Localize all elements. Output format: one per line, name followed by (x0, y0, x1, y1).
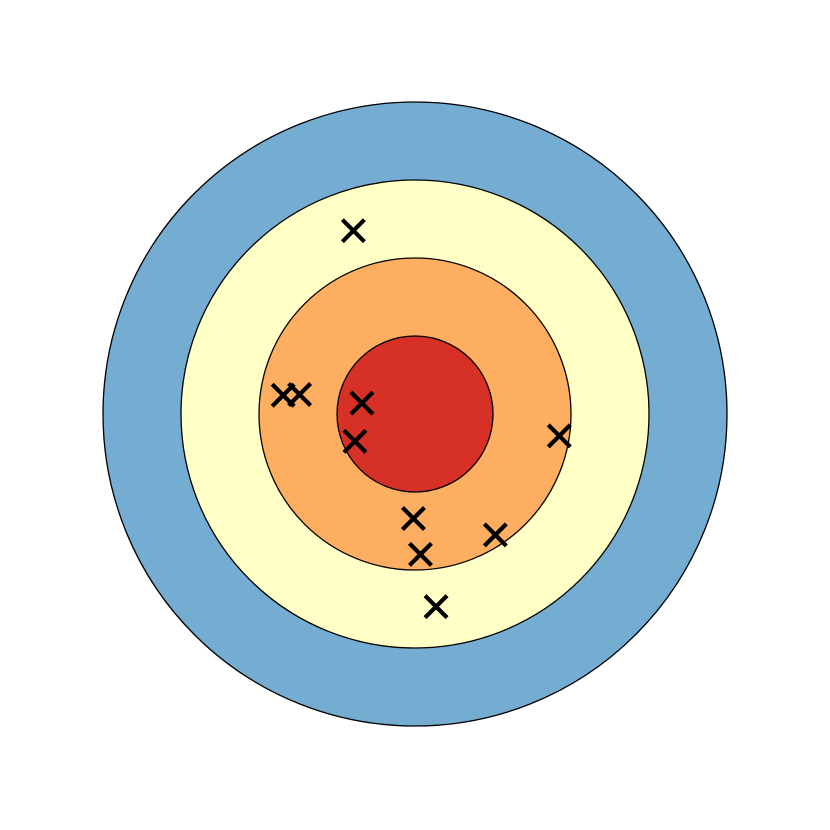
bullseye (336, 335, 494, 493)
x-mark-icon (407, 541, 433, 567)
x-mark-icon (546, 423, 572, 449)
x-mark-icon (342, 428, 368, 454)
x-mark-icon (482, 522, 508, 548)
x-mark-icon (349, 390, 375, 416)
x-mark-icon (340, 218, 366, 244)
hit-marks (270, 218, 572, 620)
x-mark-icon (400, 506, 426, 532)
x-mark-icon (270, 382, 296, 408)
target-rings (102, 101, 728, 727)
x-mark-icon (423, 594, 449, 620)
